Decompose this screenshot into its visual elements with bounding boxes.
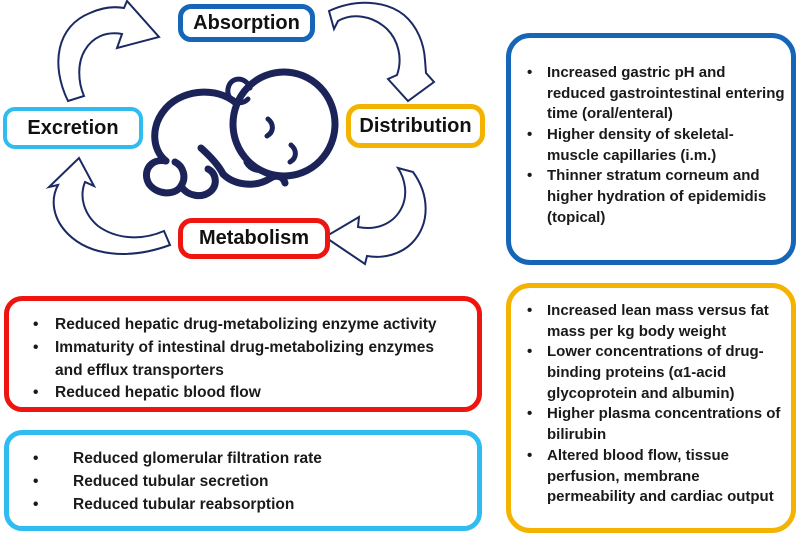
cycle-node-excretion: Excretion bbox=[3, 107, 143, 149]
cycle-artwork bbox=[45, 0, 436, 266]
list-item: • Reduced glomerular filtration rate bbox=[33, 448, 453, 471]
bullet-text: Increased gastric pH and reduced gastroi… bbox=[547, 64, 785, 123]
bullet-icon: • bbox=[33, 450, 39, 467]
excretion-bullet-list: • Reduced glomerular filtration rate • R… bbox=[33, 448, 453, 516]
distribution-bullet-list: • Increased lean mass versus fat mass pe… bbox=[525, 301, 785, 508]
bullet-icon: • bbox=[33, 495, 39, 513]
bullet-icon: • bbox=[527, 446, 533, 464]
bullet-text: Higher density of skeletal-muscle capill… bbox=[547, 126, 734, 164]
list-item: • Increased gastric pH and reduced gastr… bbox=[525, 63, 785, 125]
bullet-icon: • bbox=[33, 472, 39, 490]
bullet-text: Reduced tubular reabsorption bbox=[73, 495, 295, 513]
cycle-node-metabolism: Metabolism bbox=[178, 218, 330, 259]
bullet-text: Reduced glomerular filtration rate bbox=[73, 450, 322, 467]
bullet-text: Reduced tubular secretion bbox=[73, 472, 269, 490]
bullet-text: Lower concentrations of drug-binding pro… bbox=[547, 343, 764, 402]
metabolism-bullet-list: • Reduced hepatic drug-metabolizing enzy… bbox=[33, 314, 443, 405]
bullet-text: Immaturity of intestinal drug-metabolizi… bbox=[55, 338, 434, 379]
bullet-icon: • bbox=[527, 126, 533, 144]
bullet-icon: • bbox=[33, 384, 39, 402]
list-item: • Immaturity of intestinal drug-metaboli… bbox=[33, 337, 443, 383]
list-item: • Reduced hepatic drug-metabolizing enzy… bbox=[33, 314, 443, 337]
arrow-excretion-to-absorption-icon bbox=[57, 0, 161, 103]
list-item: • Reduced hepatic blood flow bbox=[33, 382, 443, 405]
baby-eye-right bbox=[287, 142, 298, 165]
cycle-node-excretion-label: Excretion bbox=[27, 116, 119, 139]
bullet-icon: • bbox=[527, 405, 533, 423]
absorption-bullet-list: • Increased gastric pH and reduced gastr… bbox=[525, 63, 785, 229]
cycle-node-absorption-label: Absorption bbox=[193, 11, 300, 34]
list-item: • Increased lean mass versus fat mass pe… bbox=[525, 301, 785, 342]
bullet-text: Thinner stratum corneum and higher hydra… bbox=[547, 167, 767, 226]
list-item: • Higher plasma concentrations of biliru… bbox=[525, 404, 785, 445]
bullet-text: Reduced hepatic drug-metabolizing enzyme… bbox=[55, 316, 437, 333]
bullet-text: Altered blood flow, tissue perfusion, me… bbox=[547, 446, 774, 506]
list-item: • Altered blood flow, tissue perfusion, … bbox=[525, 446, 785, 508]
metabolism-detail-panel: • Reduced hepatic drug-metabolizing enzy… bbox=[4, 296, 482, 412]
baby-hair-curl bbox=[225, 76, 253, 106]
excretion-detail-panel: • Reduced glomerular filtration rate • R… bbox=[4, 430, 482, 531]
cycle-node-absorption: Absorption bbox=[178, 4, 315, 42]
list-item: • Reduced tubular reabsorption bbox=[33, 494, 453, 517]
baby-eye-left bbox=[264, 116, 275, 139]
bullet-icon: • bbox=[527, 64, 533, 81]
distribution-detail-panel: • Increased lean mass versus fat mass pe… bbox=[506, 283, 796, 533]
list-item: • Reduced tubular secretion bbox=[33, 471, 453, 494]
bullet-icon: • bbox=[33, 338, 39, 356]
cycle-node-distribution-label: Distribution bbox=[359, 114, 472, 137]
list-item: • Thinner stratum corneum and higher hyd… bbox=[525, 166, 785, 228]
bullet-icon: • bbox=[527, 167, 533, 185]
absorption-detail-panel: • Increased gastric pH and reduced gastr… bbox=[506, 33, 796, 265]
arrow-metabolism-to-excretion-icon bbox=[45, 156, 172, 255]
bullet-icon: • bbox=[33, 316, 39, 333]
list-item: • Lower concentrations of drug-binding p… bbox=[525, 342, 785, 404]
baby-head bbox=[229, 68, 339, 180]
bullet-text: Reduced hepatic blood flow bbox=[55, 384, 261, 402]
bullet-text: Increased lean mass versus fat mass per … bbox=[547, 302, 769, 340]
bullet-icon: • bbox=[527, 343, 533, 361]
bullet-text: Higher plasma concentrations of bilirubi… bbox=[547, 405, 781, 444]
arrow-absorption-to-distribution-icon bbox=[327, 1, 436, 103]
arrow-distribution-to-metabolism-icon bbox=[323, 166, 427, 266]
cycle-node-metabolism-label: Metabolism bbox=[198, 227, 310, 249]
sleeping-baby-icon bbox=[142, 68, 339, 200]
bullet-icon: • bbox=[527, 302, 533, 319]
list-item: • Higher density of skeletal-muscle capi… bbox=[525, 125, 785, 166]
cycle-node-distribution: Distribution bbox=[346, 104, 485, 148]
